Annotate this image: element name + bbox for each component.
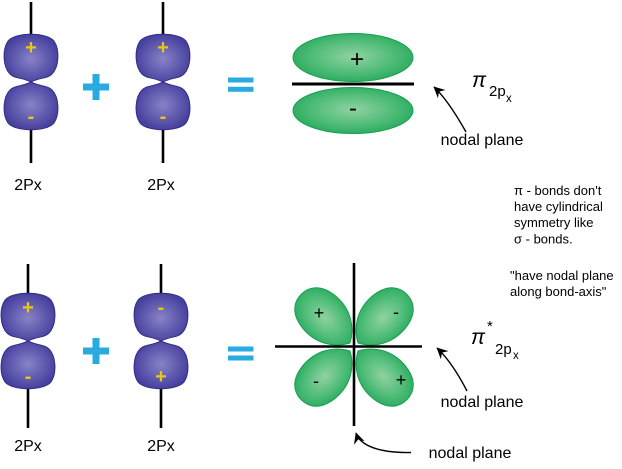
- orbital-label: 2Px: [14, 438, 42, 455]
- p-orbital-row1-left: + - 2Px: [3, 2, 59, 194]
- note-line: "have nodal plane: [510, 268, 614, 283]
- lobe-phase-sign: +: [25, 37, 37, 59]
- orbital-label: 2Px: [147, 438, 175, 455]
- equals-operator-row1: [228, 77, 254, 92]
- pi-subscript: 2p: [495, 341, 512, 358]
- note-line: symmetry like: [514, 215, 593, 230]
- mo-phase-sign: -: [393, 302, 399, 322]
- mo-phase-sign: +: [314, 303, 325, 323]
- nodal-plane-arrow: [433, 86, 467, 133]
- pi-star-2px-label: π * 2p x: [471, 318, 519, 362]
- mo-bottom-lobe: [292, 87, 414, 134]
- pi-bonding-orbital: + -: [292, 33, 414, 134]
- note-line: along bond-axis": [510, 284, 607, 299]
- pi-symbol: π: [472, 69, 487, 92]
- mo-phase-sign: -: [313, 371, 319, 391]
- pi-antibonding-orbital: + - - +: [275, 263, 424, 426]
- orbital-label: 2Px: [147, 177, 175, 194]
- pi-subsubscript: x: [513, 350, 519, 362]
- lobe-phase-sign: -: [25, 366, 32, 388]
- pi-subsubscript: x: [506, 93, 512, 105]
- equals-sign-bar: [228, 77, 254, 83]
- lobe-phase-sign: -: [28, 106, 35, 128]
- mo-phase-sign: +: [350, 46, 364, 73]
- mo-top-lobe: [292, 33, 414, 82]
- lobe-phase-sign: +: [22, 297, 34, 319]
- nodal-plane-caption-right: nodal plane: [441, 394, 524, 411]
- nodal-plane-arrow-right: [436, 347, 468, 392]
- lobe-phase-sign: +: [157, 37, 169, 59]
- orbital-label: 2Px: [14, 177, 42, 194]
- note-line: have cylindrical: [514, 199, 603, 214]
- lobe-phase-sign: -: [160, 106, 167, 128]
- pi-2px-label: π 2p x: [472, 69, 512, 105]
- equals-sign-bar: [228, 355, 254, 361]
- plus-operator-row2: [83, 338, 109, 364]
- nodal-plane-caption: nodal plane: [441, 132, 524, 149]
- notes-block: π - bonds don't have cylindrical symmetr…: [510, 183, 614, 299]
- equals-operator-row2: [228, 346, 254, 361]
- mo-phase-sign: +: [396, 370, 407, 390]
- equals-sign-bar: [228, 346, 254, 352]
- star-superscript: *: [487, 318, 493, 335]
- plus-operator-row1: [83, 74, 109, 100]
- lobe-phase-sign: -: [158, 297, 165, 319]
- p-orbital-row1-right: + - 2Px: [135, 2, 191, 194]
- nodal-plane-arrow-bottom: [354, 432, 412, 454]
- p-orbital-row2-left: + - 2Px: [0, 264, 56, 455]
- lobe-phase-sign: +: [155, 366, 167, 388]
- p-orbital-row2-right: - + 2Px: [133, 264, 189, 455]
- note-line: σ - bonds.: [514, 232, 573, 247]
- note-line: π - bonds don't: [514, 183, 602, 198]
- equals-sign-bar: [228, 86, 254, 92]
- nodal-plane-caption-bottom: nodal plane: [429, 445, 512, 462]
- pi-symbol: π: [471, 326, 486, 349]
- pi-subscript: 2p: [489, 83, 506, 100]
- mo-phase-sign: -: [349, 95, 357, 122]
